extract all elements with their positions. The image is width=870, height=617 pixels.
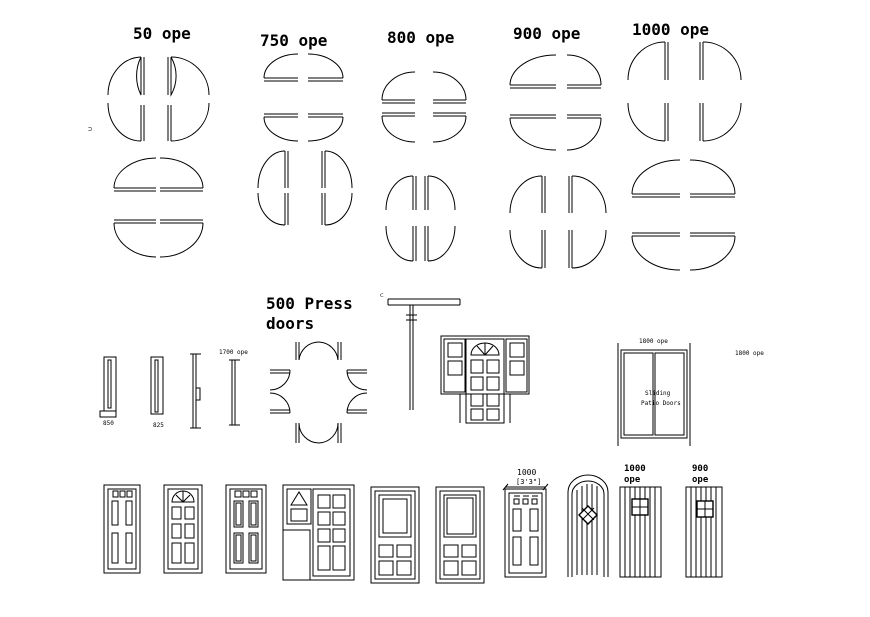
svg-text:⊐: ⊐ xyxy=(88,126,92,133)
label-850: 850 xyxy=(103,420,114,427)
dim-1000-label: 1000 xyxy=(517,468,536,477)
door-with-sidelights xyxy=(440,335,530,424)
sliding-patio-doors: 1800 ope 1800 ope Sliding Patio Doors xyxy=(617,338,764,446)
door-section-tall: ⊂ xyxy=(380,292,461,410)
title-1000-ope: 1000 ope xyxy=(632,20,709,39)
door-elevation-2 xyxy=(163,484,203,574)
door-elevation-8-arched xyxy=(567,474,609,577)
patio-text-1: Sliding xyxy=(645,390,671,397)
label-825: 825 xyxy=(153,422,164,429)
patio-ope-right-label: 1800 ope xyxy=(735,350,764,357)
door-elevation-9-1000: 1000 ope xyxy=(619,464,662,578)
door-1000-label-b: ope xyxy=(624,475,641,485)
dim-imperial-label: [3'3"] xyxy=(516,478,541,486)
door-swing-group-1000 xyxy=(627,41,742,271)
title-900-ope: 900 ope xyxy=(513,24,580,43)
door-elevation-4-with-sidelight xyxy=(282,484,355,581)
patio-text-2: Patio Doors xyxy=(641,400,681,407)
door-elevation-6 xyxy=(435,486,485,584)
door-elevation-7-dimensioned: 1000 [3'3"] xyxy=(502,468,549,578)
door-swing-group-750 xyxy=(257,53,353,226)
title-doors: doors xyxy=(266,314,314,333)
title-50-ope: 50 ope xyxy=(133,24,191,43)
door-elevation-3 xyxy=(225,484,267,574)
svg-text:⊂: ⊂ xyxy=(380,292,384,299)
door-elevation-1 xyxy=(103,484,141,574)
door-swing-group-50: ⊐ xyxy=(88,56,210,258)
door-elevation-10-900: 900 ope xyxy=(685,464,723,578)
door-swing-group-900 xyxy=(509,54,607,269)
door-900-label-b: ope xyxy=(692,475,709,485)
door-swing-group-800 xyxy=(381,71,467,262)
patio-ope-label: 1800 ope xyxy=(639,338,668,345)
door-1000-label-a: 1000 xyxy=(624,464,646,474)
title-500-press: 500 Press xyxy=(266,294,353,313)
door-900-label-a: 900 xyxy=(692,464,708,474)
press-doors-plan xyxy=(269,341,368,444)
door-section-details: 850 825 1700 ope xyxy=(99,349,248,429)
title-800-ope: 800 ope xyxy=(387,28,454,47)
label-1700-ope: 1700 ope xyxy=(219,349,248,356)
title-750-ope: 750 ope xyxy=(260,31,327,50)
door-elevation-5 xyxy=(370,486,420,584)
